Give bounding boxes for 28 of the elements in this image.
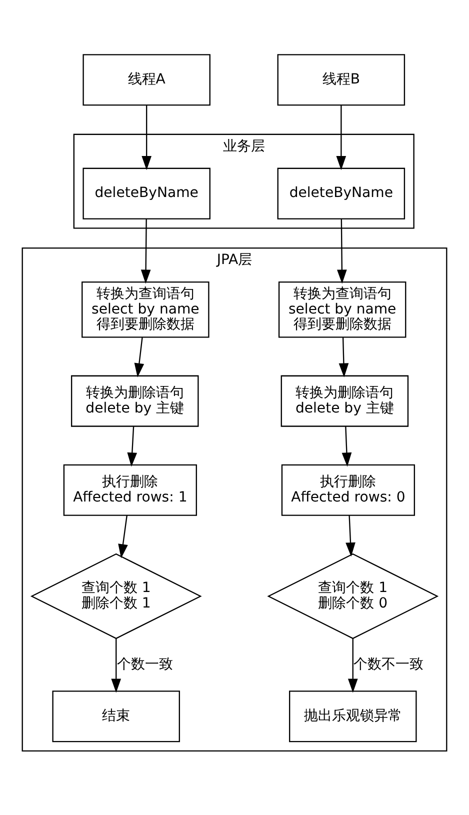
arrow [111, 638, 122, 693]
arrow [338, 338, 349, 378]
node-diamond: 查询个数 1 删除个数 0 [267, 553, 439, 640]
node-box: deleteByName [277, 168, 406, 220]
arrow [140, 218, 151, 284]
node-box: 转换为查询语句 select by name 得到要删除数据 [82, 282, 210, 338]
node-box: 执行删除 Affected rows: 0 [281, 464, 415, 516]
arrow [342, 426, 352, 467]
edge-label: 个数一致 [116, 656, 173, 672]
node-box: 执行删除 Affected rows: 1 [63, 464, 197, 516]
node-box: 转换为删除语句 delete by 主键 [280, 375, 409, 427]
node-box: 抛出乐观锁异常 [289, 690, 417, 742]
arrow [127, 426, 138, 467]
arrow [336, 105, 346, 170]
arrow [142, 105, 152, 170]
node-box: 转换为查询语句 select by name 得到要删除数据 [278, 282, 406, 338]
node-box: 转换为删除语句 delete by 主键 [71, 375, 199, 427]
node-box: deleteByName [82, 168, 210, 220]
arrow [346, 515, 356, 557]
node-box: 线程B [277, 54, 406, 106]
arrow [337, 218, 347, 284]
node-box: 结束 [52, 690, 180, 742]
arrow [348, 638, 358, 693]
node-box: 线程A [82, 54, 210, 106]
node-diamond: 查询个数 1 删除个数 1 [30, 553, 202, 640]
arrow [134, 337, 144, 378]
edge-label: 个数不一致 [354, 656, 424, 672]
arrow [118, 515, 128, 558]
